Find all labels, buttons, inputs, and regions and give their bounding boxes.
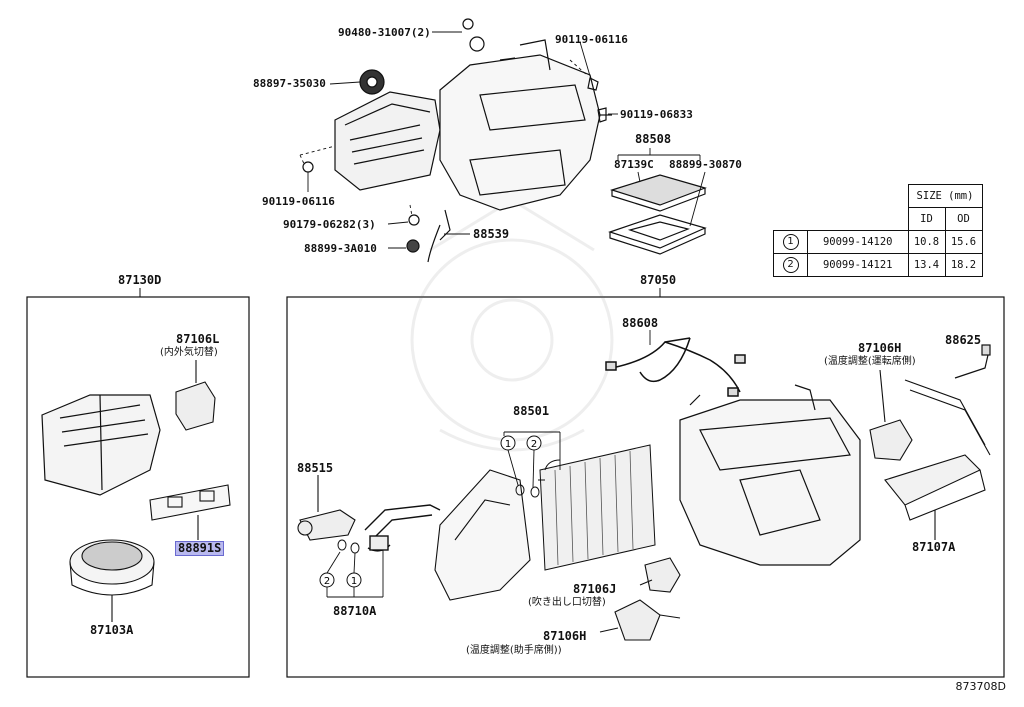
part-label-88899-30870[interactable]: 88899-30870 [669,158,742,171]
size-col-od: OD [944,207,983,231]
size-row-od: 18.2 [944,253,983,277]
size-row-part[interactable]: 90099-14121 [807,253,909,277]
part-label-88508[interactable]: 88508 [635,132,672,146]
circle-mark-1: 1 [505,439,511,450]
servo-87106H-driver [869,369,913,461]
part-label-90119-06116-top[interactable]: 90119-06116 [555,33,628,46]
blower-motor [69,539,155,622]
right-box-title[interactable]: 87050 [640,273,677,287]
pipe-88710A [364,504,441,552]
part-label-90179-06282[interactable]: 90179-06282(3) [283,218,376,231]
size-row-id: 13.4 [907,253,946,277]
part-label-88539[interactable]: 88539 [473,227,510,241]
size-row-od: 15.6 [944,230,983,254]
size-row-mark: 2 [773,253,808,277]
sensor-88625 [954,344,991,379]
right-box-frame [286,296,1005,678]
resistor-88891S [149,484,231,540]
part-sub-87106L: (内外気切替) [160,347,218,358]
evaporator [538,444,656,571]
circle-mark-4: 1 [351,576,357,587]
heater-core-87107A [884,379,991,540]
part-sub-87106H-passenger: (温度調整(助手席側)) [466,645,562,656]
size-row-mark: 1 [773,230,808,254]
diagram-code: 873708D [955,680,1006,693]
left-box-title[interactable]: 87130D [118,273,162,287]
part-label-87106L[interactable]: 87106L [176,332,220,346]
circle-mark-2: 2 [531,439,537,450]
size-table: SIZE (mm) ID OD 1 90099-14120 10.8 15.6 … [773,184,983,277]
part-label-88625[interactable]: 88625 [945,333,982,347]
part-label-88710A[interactable]: 88710A [333,604,377,618]
circle-mark-3: 2 [324,576,330,587]
expansion-valve-88515 [297,475,356,541]
wire-harness [605,330,746,397]
part-sub-87106H-driver: (温度調整(運転席側) [824,356,916,367]
part-label-88891S[interactable]: 88891S [175,541,225,556]
part-label-90119-06833[interactable]: 90119-06833 [620,108,693,121]
part-label-88608[interactable]: 88608 [622,316,659,330]
part-label-88501[interactable]: 88501 [513,404,550,418]
part-label-87106J[interactable]: 87106J [573,582,617,596]
part-label-88897-35030[interactable]: 88897-35030 [253,77,326,90]
part-label-87107A[interactable]: 87107A [912,540,956,554]
size-col-id: ID [907,207,946,231]
size-row-part[interactable]: 90099-14120 [807,230,909,254]
servo-87106L [175,360,216,431]
part-label-87103A[interactable]: 87103A [90,623,134,637]
size-row-id: 10.8 [907,230,946,254]
top-leader-lines [299,31,706,249]
left-box-frame [26,296,250,678]
case-panel [434,469,531,601]
blower-housing [41,394,161,496]
part-sub-87106J: (吹き出し口切替) [528,597,606,608]
part-label-87106H-driver[interactable]: 87106H [858,341,902,355]
part-label-87106H-passenger[interactable]: 87106H [543,629,587,643]
filter-elements [608,174,707,255]
part-label-88515[interactable]: 88515 [297,461,334,475]
part-label-87139C[interactable]: 87139C [614,158,654,171]
size-table-header: SIZE (mm) [907,184,983,208]
main-housing [679,384,861,566]
servo-87106H-passenger [599,599,681,641]
top-unit-drawing [302,18,612,263]
servo-87106J [639,557,681,593]
part-label-90480-31007[interactable]: 90480-31007(2) [338,26,431,39]
part-label-88899-3A010[interactable]: 88899-3A010 [304,242,377,255]
part-label-90119-06116-left[interactable]: 90119-06116 [262,195,335,208]
